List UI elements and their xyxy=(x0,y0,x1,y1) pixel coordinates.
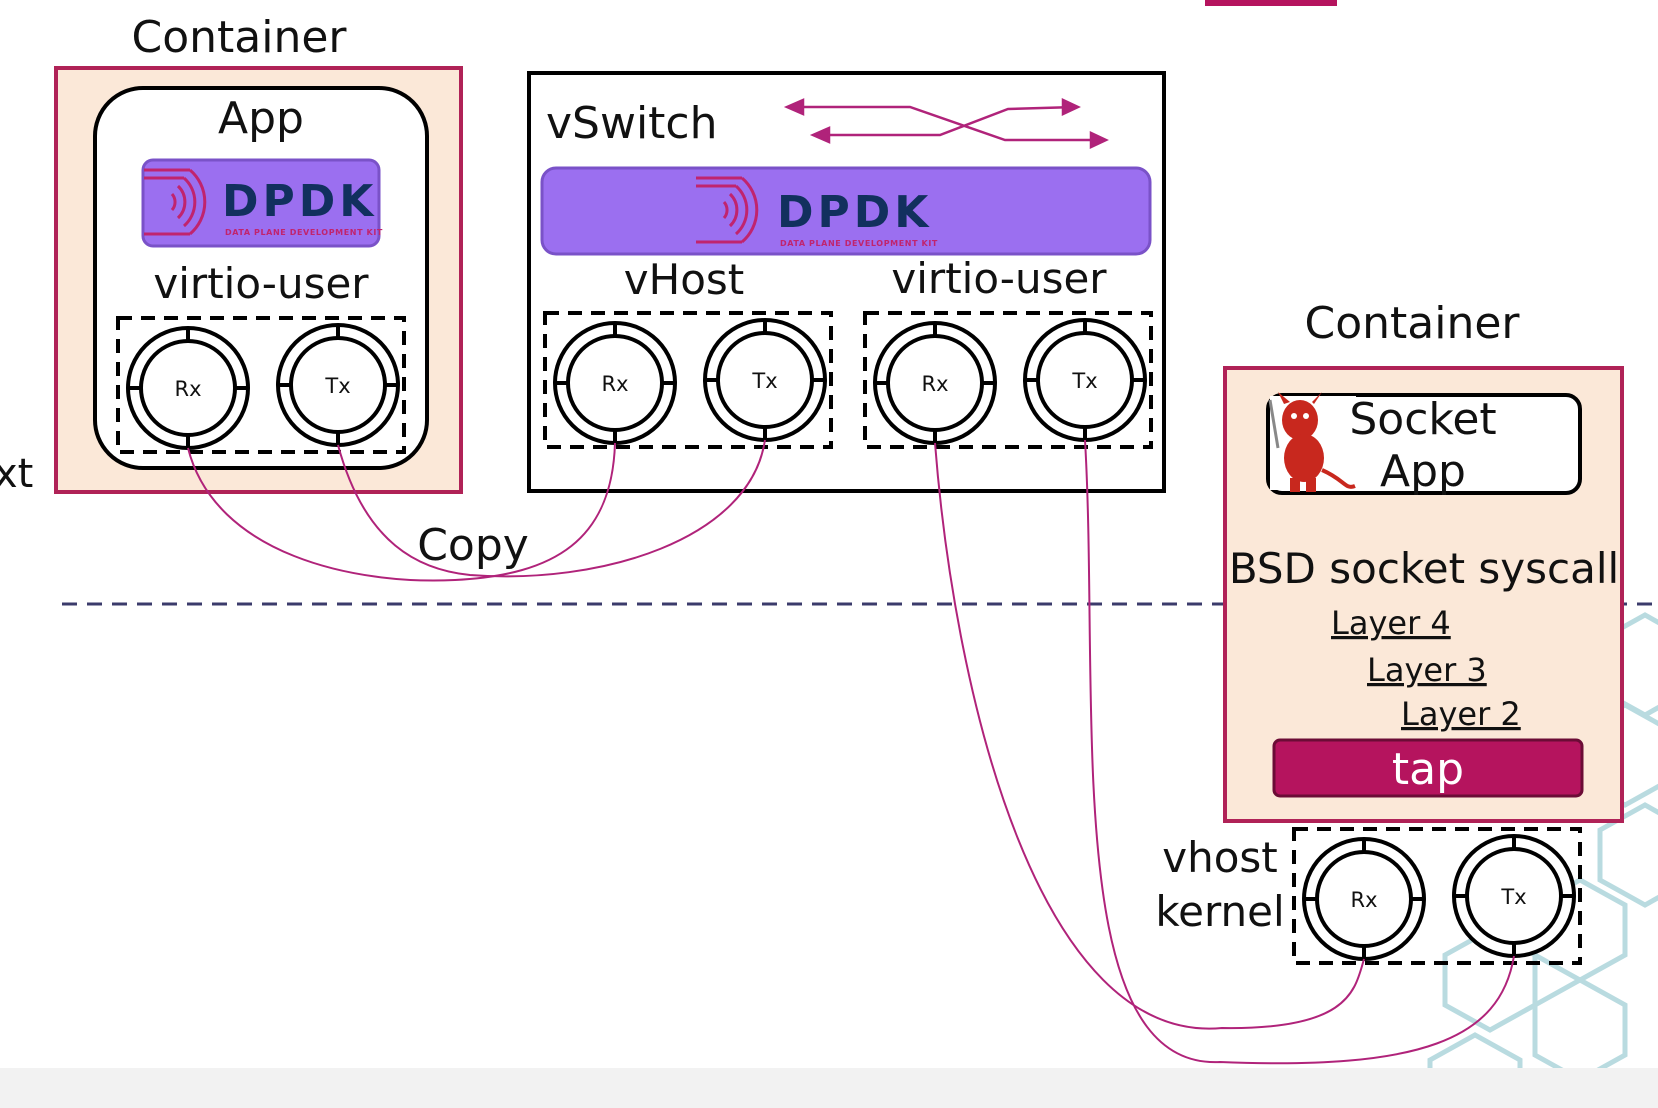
svg-text:DPDK: DPDK xyxy=(222,176,377,227)
left-container-title: Container xyxy=(131,12,347,63)
crossover-arrows-icon xyxy=(783,98,1109,149)
kernel-link-tx xyxy=(1084,439,1515,1065)
ring-rx: Rx xyxy=(873,321,997,445)
vhost-label: vHost xyxy=(624,255,744,304)
ring-rx: Rx xyxy=(126,326,250,450)
svg-text:Tx: Tx xyxy=(751,369,777,393)
dpdk-logo: DPDK DATA PLANE DEVELOPMENT KIT xyxy=(540,166,1152,256)
svg-text:Tx: Tx xyxy=(1071,369,1097,393)
tap-device: tap xyxy=(1272,738,1584,798)
ring-tx: Tx xyxy=(276,323,400,447)
svg-text:tap: tap xyxy=(1392,744,1464,795)
virtio-user-port-box xyxy=(116,316,406,454)
layer-3-label: Layer 3 xyxy=(1367,651,1487,689)
svg-text:Rx: Rx xyxy=(1350,888,1377,912)
top-edge-bar xyxy=(1205,0,1337,6)
vhost-kernel-label: vhost xyxy=(1162,833,1278,882)
socket-app-label: Socket xyxy=(1349,394,1496,445)
bsd-daemon-icon xyxy=(1268,392,1356,492)
left-cut-text: xt xyxy=(0,451,33,497)
virtio-user-port-box xyxy=(863,311,1153,449)
connection-curves xyxy=(187,439,1515,1065)
svg-text:DATA PLANE DEVELOPMENT KIT: DATA PLANE DEVELOPMENT KIT xyxy=(780,239,938,248)
vhost-kernel-port-box xyxy=(1292,827,1582,965)
right-container-title: Container xyxy=(1304,298,1520,349)
vhost-kernel-label: kernel xyxy=(1155,887,1284,936)
svg-text:DPDK: DPDK xyxy=(777,187,932,238)
syscall-label: BSD socket syscall xyxy=(1229,544,1619,593)
svg-text:Rx: Rx xyxy=(601,372,628,396)
copy-label: Copy xyxy=(417,520,529,571)
svg-text:Tx: Tx xyxy=(1500,885,1526,909)
bottom-fade-band xyxy=(0,1068,1658,1108)
vhost-port-box xyxy=(543,311,833,449)
app-label: App xyxy=(218,93,304,144)
dpdk-logo: DPDK DATA PLANE DEVELOPMENT KIT xyxy=(141,158,383,248)
ring-rx: Rx xyxy=(553,321,677,445)
virtio-user-label: virtio-user xyxy=(891,254,1107,303)
svg-text:DATA PLANE DEVELOPMENT KIT: DATA PLANE DEVELOPMENT KIT xyxy=(225,228,383,237)
vhost-kernel: vhost kernel Rx Tx xyxy=(1155,827,1582,965)
kernel-link-rx xyxy=(934,442,1365,1030)
left-container: Container App DPDK DATA PLANE DEVELOPMEN… xyxy=(54,12,463,494)
svg-text:Tx: Tx xyxy=(324,374,350,398)
copy-link-tx xyxy=(337,439,766,578)
ring-tx: Tx xyxy=(703,318,827,442)
vswitch-title: vSwitch xyxy=(546,98,718,149)
layer-2-label: Layer 2 xyxy=(1401,695,1521,733)
vswitch-box: vSwitch DPDK DATA PLANE DEVELOPMENT KIT … xyxy=(527,71,1166,493)
svg-text:Rx: Rx xyxy=(921,372,948,396)
virtio-user-label: virtio-user xyxy=(153,259,369,308)
right-container: Container Socket App BSD socket syscall … xyxy=(1223,298,1624,823)
ring-rx: Rx xyxy=(1302,837,1426,961)
svg-text:Rx: Rx xyxy=(174,377,201,401)
copy-link-rx xyxy=(187,442,616,582)
layer-4-label: Layer 4 xyxy=(1331,604,1451,642)
ring-tx: Tx xyxy=(1452,834,1576,958)
socket-app-label: App xyxy=(1380,446,1466,497)
ring-tx: Tx xyxy=(1023,318,1147,442)
